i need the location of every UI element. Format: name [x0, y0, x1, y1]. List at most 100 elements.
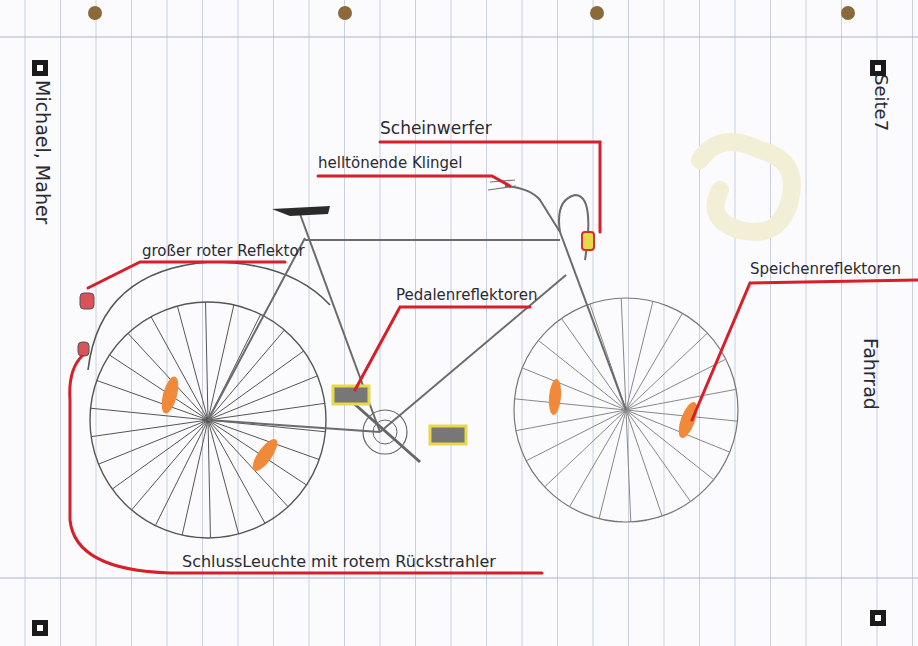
spoke: [526, 410, 626, 461]
leader-line: [692, 280, 918, 420]
leader-line: [318, 176, 510, 186]
spoke: [626, 410, 730, 452]
ruling-line: [96, 0, 97, 646]
spoke: [626, 301, 653, 410]
spoke: [206, 302, 208, 420]
saddle: [272, 206, 330, 216]
margin-line: [0, 36, 918, 37]
pedal: [333, 386, 369, 404]
spoke-reflector: [158, 375, 181, 415]
headlight: [582, 232, 594, 250]
top-tube: [305, 239, 560, 241]
part-label: Seite7: [872, 74, 890, 131]
punch-hole: [841, 6, 855, 20]
part-label: SchlussLeuchte mit rotem Rückstrahler: [182, 554, 496, 570]
spoke: [208, 305, 234, 420]
ruling-line: [273, 0, 274, 646]
part-label: Pedalenreflektoren: [396, 288, 537, 303]
spoke: [208, 420, 265, 523]
paper-ruling: [25, 0, 913, 646]
crank: [350, 400, 420, 462]
chain-stay: [208, 420, 380, 432]
punch-hole: [88, 6, 102, 20]
punch-holes: [88, 6, 855, 20]
rear-reflector: [80, 293, 94, 309]
spoke: [522, 368, 626, 410]
ruling-line: [841, 0, 842, 646]
ruling-line: [557, 0, 558, 646]
spoke: [97, 380, 208, 420]
corner-markers: [32, 60, 886, 636]
seat-tube: [300, 214, 380, 432]
handlebar: [505, 186, 560, 232]
ruling-line: [770, 0, 771, 646]
rear-light: [78, 342, 89, 356]
ruling-line: [806, 0, 807, 646]
corner-marker: [870, 60, 886, 76]
spoke: [545, 410, 626, 487]
spoke: [561, 318, 626, 410]
corner-marker: [32, 620, 48, 636]
leader-line: [88, 262, 285, 288]
spoke-reflector: [547, 379, 562, 416]
ruling-line: [522, 0, 523, 646]
spoke-reflector: [248, 435, 281, 474]
leader-lines: [70, 142, 918, 573]
corner-marker: [875, 615, 881, 621]
spoke: [151, 317, 208, 420]
corner-marker: [37, 65, 43, 71]
part-label: Scheinwerfer: [380, 120, 492, 137]
spoke: [626, 389, 736, 410]
ruling-line: [309, 0, 310, 646]
punch-hole: [590, 6, 604, 20]
leader-line: [70, 356, 542, 573]
ruling-line: [167, 0, 168, 646]
spoke: [515, 399, 626, 410]
part-label: Fahrrad: [861, 338, 880, 410]
ruling-line: [131, 0, 132, 646]
wheels: [90, 298, 738, 538]
pedal: [430, 426, 466, 444]
frame: [208, 186, 626, 432]
fork: [560, 232, 626, 410]
leader-line: [355, 307, 530, 390]
down-tube: [380, 275, 566, 432]
ruling-line: [699, 0, 700, 646]
ruling-line: [912, 0, 913, 646]
spoke: [208, 420, 210, 538]
ruling-line: [451, 0, 452, 646]
ruling-line: [60, 0, 61, 646]
spoke: [99, 420, 208, 464]
ruling-line: [202, 0, 203, 646]
spoke: [112, 420, 208, 489]
seat-stay: [208, 238, 305, 420]
ruling-line: [238, 0, 239, 646]
corner-marker: [875, 65, 881, 71]
mudguard: [88, 262, 330, 370]
margin-line: [0, 577, 918, 578]
spoke: [626, 410, 631, 522]
spoke: [177, 306, 208, 420]
part-label: Michael, Maher: [33, 80, 52, 224]
spoke: [626, 410, 714, 480]
spoke: [516, 410, 626, 431]
ruling-line: [664, 0, 665, 646]
spoke: [626, 359, 726, 410]
spoke-reflectors: [158, 375, 701, 475]
spoke: [91, 420, 208, 437]
spoke: [132, 420, 208, 510]
corner-marker: [870, 610, 886, 626]
corner-marker: [32, 60, 48, 76]
eraser-smudge: [700, 142, 792, 232]
ruling-line: [380, 0, 381, 646]
ruling-line: [344, 0, 345, 646]
spoke: [208, 403, 325, 420]
spoke: [599, 410, 626, 519]
corner-marker: [37, 625, 43, 631]
spoke: [208, 351, 304, 420]
ruling-line: [25, 0, 26, 646]
spoke: [182, 420, 208, 535]
spoke: [626, 410, 662, 516]
